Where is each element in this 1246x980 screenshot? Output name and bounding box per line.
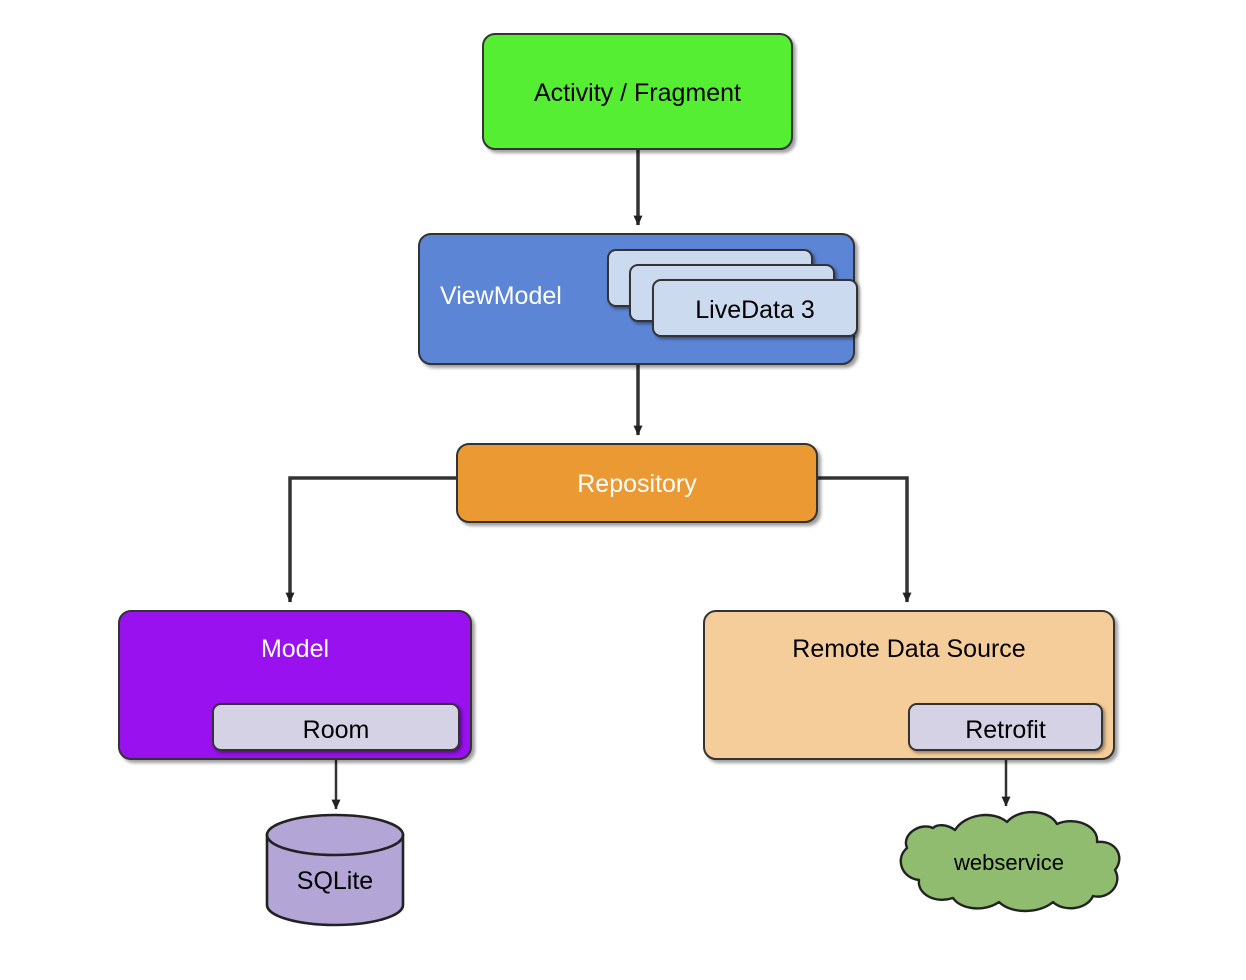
node-remote-data-source-label: Remote Data Source [792,635,1026,663]
node-activity-fragment-label: Activity / Fragment [534,79,741,107]
connector-repository-to-remote [818,476,912,603]
node-viewmodel-label: ViewModel [440,282,562,310]
node-viewmodel[interactable]: ViewModel LiveData 3 [418,233,858,365]
node-activity-fragment[interactable]: Activity / Fragment [482,33,793,150]
database-cylinder-icon [265,813,405,927]
node-retrofit[interactable]: Retrofit [908,703,1103,751]
node-sqlite[interactable]: SQLite [265,813,405,927]
node-room[interactable]: Room [212,703,460,751]
cloud-icon [899,810,1121,913]
node-model-label: Model [260,635,330,663]
node-room-label: Room [302,716,370,744]
node-retrofit-label: Retrofit [965,716,1046,744]
livedata-card-3-label: LiveData 3 [695,296,815,324]
node-repository-label: Repository [577,470,697,498]
connector-repository-to-model [285,476,456,603]
node-webservice[interactable]: webservice [893,808,1125,918]
node-repository[interactable]: Repository [456,443,818,523]
livedata-card-3[interactable]: LiveData 3 [652,279,858,337]
